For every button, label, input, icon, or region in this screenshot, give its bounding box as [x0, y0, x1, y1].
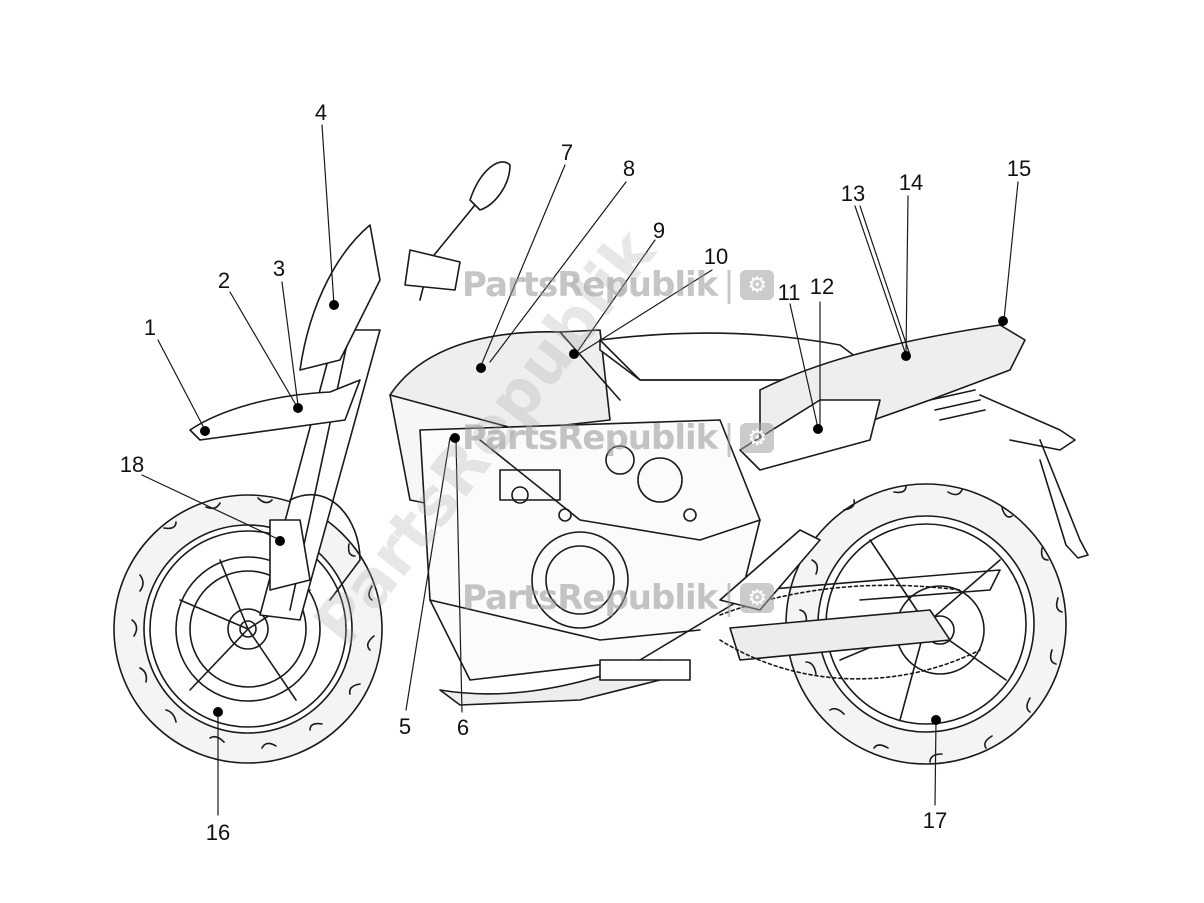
callout-6: 6 — [457, 715, 469, 740]
watermark-2: PartsRepublik | ⚙ — [462, 418, 774, 458]
seat — [599, 332, 861, 381]
callout-dot-15 — [998, 316, 1008, 326]
watermark-separator: | — [723, 418, 735, 458]
callout-dot-2-3 — [293, 403, 303, 413]
callout-dot-4 — [329, 300, 339, 310]
callout-11: 11 — [778, 280, 801, 305]
watermark-separator: | — [723, 265, 735, 305]
watermark-text: PartsRepublik — [462, 418, 718, 458]
watermark-separator: | — [723, 578, 735, 618]
callout-5: 5 — [399, 714, 411, 739]
callout-17: 17 — [923, 808, 947, 833]
watermark-text: PartsRepublik — [462, 578, 718, 618]
callout-2: 2 — [218, 268, 230, 293]
callout-8: 8 — [623, 156, 635, 181]
callout-1: 1 — [144, 315, 156, 340]
watermark-text: PartsRepublik — [462, 265, 718, 305]
callout-dot-16 — [213, 707, 223, 717]
callout-dot-18 — [275, 536, 285, 546]
tail-section — [739, 324, 1089, 559]
callout-18: 18 — [120, 452, 144, 477]
callout-dots — [200, 300, 1008, 725]
gear-icon: ⚙ — [739, 270, 774, 300]
gear-icon: ⚙ — [739, 423, 774, 453]
callout-13: 13 — [841, 181, 865, 206]
callout-dot-13-14 — [901, 351, 911, 361]
callout-15: 15 — [1007, 156, 1031, 181]
callout-10: 10 — [704, 244, 728, 269]
callout-14: 14 — [899, 170, 923, 195]
watermark-3: PartsRepublik | ⚙ — [462, 578, 774, 618]
callout-dot-7-8 — [476, 363, 486, 373]
callout-16: 16 — [206, 820, 230, 845]
headlight-fairing — [189, 224, 381, 441]
callout-12: 12 — [810, 274, 834, 299]
callout-dot-5-6 — [450, 433, 460, 443]
gear-icon: ⚙ — [739, 583, 774, 613]
callout-7: 7 — [561, 140, 573, 165]
callout-dot-9-10 — [569, 349, 579, 359]
callout-3: 3 — [273, 256, 285, 281]
callout-dot-17 — [931, 715, 941, 725]
swingarm — [719, 569, 1001, 680]
leader-lines — [141, 124, 1019, 816]
callout-4: 4 — [315, 100, 327, 125]
callout-9: 9 — [653, 218, 665, 243]
watermark-1: PartsRepublik | ⚙ — [462, 265, 774, 305]
callout-dot-11-12 — [813, 424, 823, 434]
mirror-handlebar — [404, 161, 511, 301]
callout-dot-1 — [200, 426, 210, 436]
